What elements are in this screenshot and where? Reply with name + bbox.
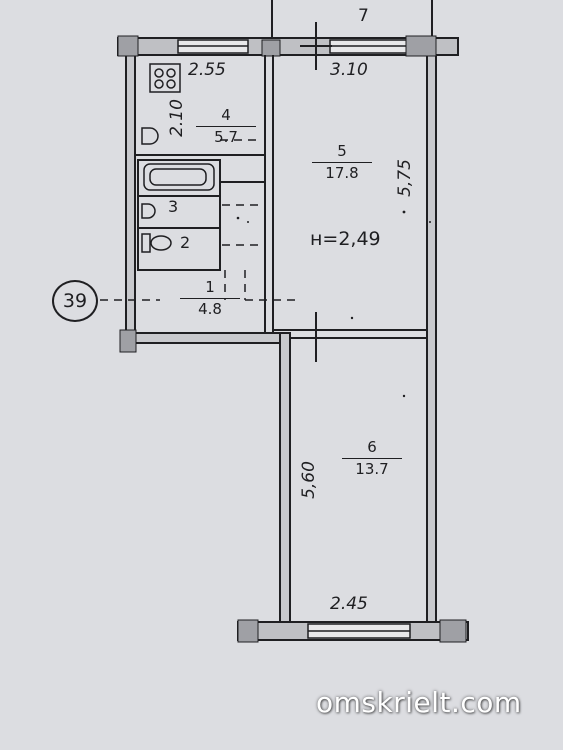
room-5-number: 5: [337, 142, 347, 160]
toilet-icon: [141, 233, 172, 253]
axis-marker: 39: [52, 280, 98, 322]
sink-icon: [141, 127, 159, 145]
room6-depth-dim: 5,60: [298, 461, 319, 499]
dashed-lines: [100, 139, 295, 301]
bathtub-icon: [143, 163, 215, 191]
watermark: omskrielt.com: [316, 686, 522, 719]
room-3-number: 3: [168, 197, 179, 216]
room-1-number: 1: [205, 278, 215, 296]
room5-width-dim: 3.10: [330, 60, 368, 80]
top-marker: 7: [358, 6, 369, 26]
bottom-window: [307, 623, 411, 639]
door-ticks: [300, 22, 332, 362]
room6-width-dim: 2.45: [330, 594, 368, 614]
kitchen-width-dim: 2.55: [188, 60, 226, 80]
kitchen-depth-dim: 2.10: [166, 99, 187, 137]
room-5-area: 17.8: [312, 162, 372, 182]
room-6-number: 6: [367, 438, 377, 456]
interior-walls: [135, 55, 427, 339]
speckles: [236, 210, 431, 398]
room-1-area: 4.8: [180, 298, 240, 318]
room5-depth-dim: 5,75: [394, 159, 415, 197]
stove-icon: [149, 63, 181, 93]
wall-blocks: [117, 35, 467, 643]
top-window: [177, 39, 411, 54]
ceiling-height: н=2,49: [310, 228, 381, 250]
room-2-number: 2: [180, 233, 191, 252]
room-4-area: 5.7: [196, 126, 256, 146]
room-6-area: 13.7: [342, 458, 402, 478]
room-4-number: 4: [221, 106, 231, 124]
washbasin-icon: [141, 203, 156, 219]
